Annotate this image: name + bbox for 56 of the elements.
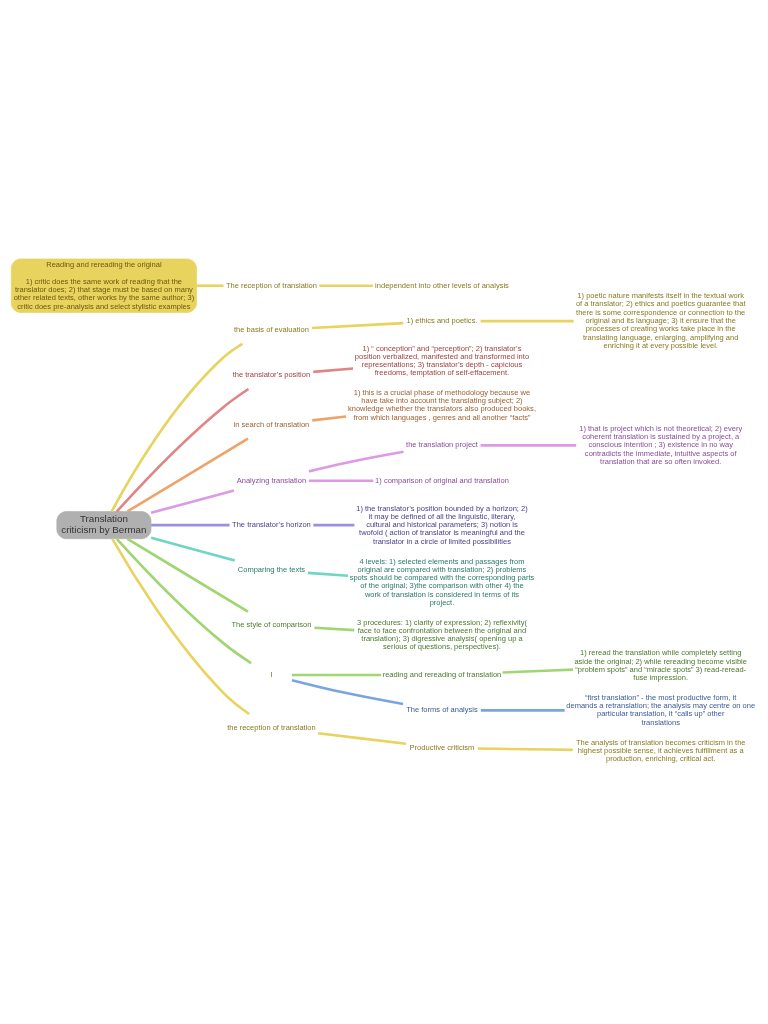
connector [312,415,347,422]
node-text: 1) “ conception” and “perception”; 2) translator’s position verbalized, manifested and transformed into representations; 3) translator’s depth - capicious freedoms, temptation of self-effacement. [354,343,530,378]
connector [480,444,577,447]
connector [313,523,355,527]
node-text: The reception of translation [225,280,317,290]
connector [318,731,407,746]
connector [151,523,230,527]
node-text: 1) ethics and poetics. [406,316,478,326]
connector [319,284,373,288]
node-text: Comparing the texts [237,565,306,575]
node-text: l [270,669,273,679]
connector [502,668,574,674]
node-text: independent into other levels of analysis [375,280,509,290]
connector [115,387,250,513]
node-text: 1) comparison of original and translation [375,475,509,485]
node-text: 1) that is project which is not theoretical; 2) every coherent translation is sustained by a project, a conscious intention ; 3) existence in no way contradicts the immediate, intuitive aspects of translation that are so often invoked. [579,423,743,466]
connector [311,321,404,330]
connector [308,450,404,473]
connector [480,319,574,323]
node-text: 1) the translator’s position bounded by a horizon; 2) it may be defined of all the linguistic, literary, cultural and historical parameters; 3) notion is twofold ( action of translator is meaningful and the translator in a circle of limited possibilities [356,503,528,546]
node-text: 1) this is a crucial phase of methodology because we have take into account the translating subject; 2) knowledge whether the translators also produced books, from which languages , genres and all another “facts” [347,387,536,422]
connector [110,342,244,513]
node-text: The forms of analysis [406,705,478,715]
node-text: Analyzing translation [236,475,307,485]
node-text: “first translation” - the most productive form, it demands a retranslation; the analysis may centre on one particular translation, it “calls up” other translations [566,692,756,727]
node-text: 3 procedures: 1) clarity of expression; 2) reflexivity( face to face confrontation between the original and translation); 3) digressive analysis( opening up a serious of questions, perspectives). [356,617,527,652]
node-text: 1) reread the translation while completely setting aside the original; 2) while rereading become visible “problem spots” and “miracle spots” 3) read-reread- fuse impression. [574,648,747,683]
node-text: the translator’s position [232,370,311,380]
connector [314,626,355,632]
node-text: the translation project [406,440,478,450]
connector [126,537,249,613]
connector [477,747,573,752]
connector [115,537,252,665]
node-text: in search of translation [233,419,310,429]
node-text: Productive criticism [409,742,475,752]
node-text: The analysis of translation becomes criticism in the highest possible sense, it achieves fulfillment as a production, enriching, critical act. [575,737,746,764]
connector [111,538,250,716]
connector [291,673,382,677]
node-box: Translation criticism by Berman [56,511,152,540]
node-text: the basis of evaluation [234,325,309,335]
node-text: 1) poetic nature manifests itself in the textual work of a translator; 2) ethics and poetics guarantee that there is some correspondence or connection to the original and its language; 3) it ensure that the processes of creating works take place in the translating language, enlarging, amplifying and enriching it at every possible level. [575,291,746,350]
connector [480,709,565,712]
node-text: The style of comparison [231,620,312,630]
connector [291,678,404,706]
node-text: 4 levels: 1) selected elements and passages from original are compared with translation; 2) problems spots should be compared with the corresponding parts of the original; 3)the comparison with other 4) the work of translation is considered in terms of its project. [349,556,535,607]
connector [196,284,224,288]
connector [307,571,349,578]
connector [126,437,249,513]
connector [150,536,236,562]
connector [308,479,374,483]
connector [150,489,235,515]
node-text: the reception of translation [227,722,316,732]
node-text: reading and rereading of translation [382,669,502,679]
node-box: Reading and rereading the original 1) critic does the same work of reading that the translator does; 2) that stage must be based on many other related texts, other works by the same author; 3) critic does pre-analysis and select stylistic examples [10,258,197,313]
node-text: The translator’s horizon [232,520,311,530]
connector [313,367,354,374]
